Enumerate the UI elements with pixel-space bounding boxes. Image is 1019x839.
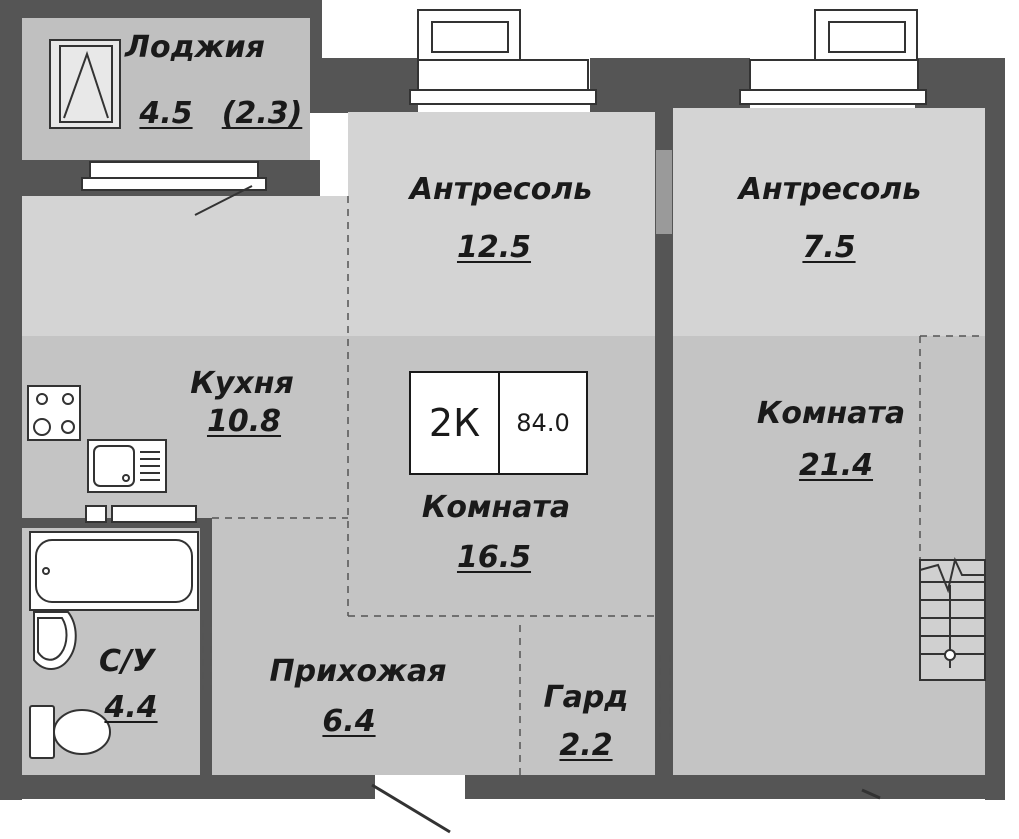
window-left xyxy=(409,9,597,105)
stove-icon xyxy=(27,385,81,441)
hallway-area-value: 6.4 xyxy=(322,704,376,739)
apartment-badge: 2К 84.0 xyxy=(409,371,588,475)
toilet-icon xyxy=(29,705,111,759)
bathroom-name: С/У xyxy=(98,644,156,679)
mezzanine-left-name: Антресоль xyxy=(409,172,593,207)
loggia-window-icon xyxy=(49,39,121,129)
apartment-type: 2К xyxy=(411,373,500,473)
loggia-name: Лоджия xyxy=(125,30,265,65)
wall-opening xyxy=(656,150,672,234)
apartment-total-area: 84.0 xyxy=(516,409,570,437)
room-right-area xyxy=(673,336,985,775)
bathtub-icon xyxy=(29,531,199,611)
room-right-name: Комната xyxy=(756,396,906,431)
kitchen-name: Кухня xyxy=(190,366,294,401)
vent-window xyxy=(85,505,197,523)
mezzanine-right-area xyxy=(673,108,985,336)
mezzanine-left-upper xyxy=(348,112,655,196)
window-loggia xyxy=(81,161,267,216)
hallway-name: Прихожая xyxy=(269,654,447,689)
wardrobe-name: Гард xyxy=(543,680,629,715)
wardrobe-area xyxy=(520,620,655,775)
mezzanine-left-area-value: 12.5 xyxy=(456,230,532,265)
mezzanine-right-area-value: 7.5 xyxy=(802,230,856,265)
door-icon xyxy=(371,783,881,834)
washbasin-icon xyxy=(33,611,77,670)
wardrobe-area-value: 2.2 xyxy=(559,728,613,763)
window-right xyxy=(739,9,927,105)
mezzanine-left-area xyxy=(22,196,655,336)
stairs-icon xyxy=(919,556,986,681)
loggia-area-value: 4.5 xyxy=(139,96,193,131)
loggia-area-alt-value: (2.3) xyxy=(221,96,303,131)
room-center-area-value: 16.5 xyxy=(456,540,532,575)
room-right-area-value: 21.4 xyxy=(798,448,874,483)
dashed-partitions xyxy=(202,196,985,775)
room-center-name: Комната xyxy=(421,490,571,525)
walls xyxy=(0,0,1005,800)
bathroom-area-value: 4.4 xyxy=(104,690,158,725)
mezzanine-right-name: Антресоль xyxy=(738,172,922,207)
kitchen-area-value: 10.8 xyxy=(206,404,282,439)
sink-icon xyxy=(87,439,167,493)
